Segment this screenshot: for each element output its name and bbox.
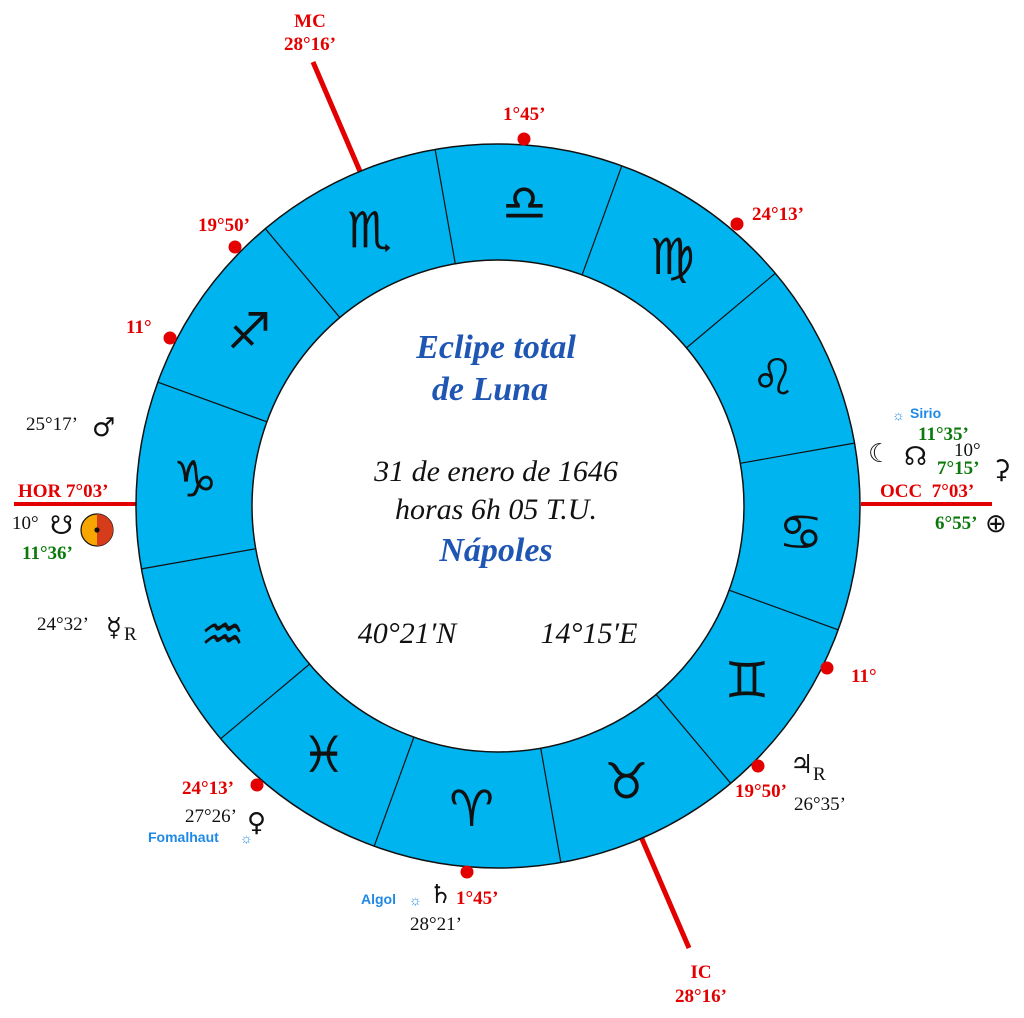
sign-cancer-icon: ♋: [778, 503, 823, 561]
moon-degree: 11°35’: [918, 424, 969, 445]
sign-glyphs: ♏ ♎ ♍ ♌ ♋ ♊ ♉ ♈ ♓ ♒ ♑ ♐: [173, 174, 824, 838]
sun-icon: [80, 513, 114, 547]
mars-icon: ♂: [92, 413, 115, 443]
algol-star-icon: ☼: [409, 892, 422, 908]
earth-degree: 6°55’: [935, 513, 977, 534]
ring-inner-edge: [251, 259, 745, 753]
sign-taurus-icon: ♉: [604, 753, 649, 811]
ic-label: IC: [690, 962, 711, 983]
moon-icon: ☾: [868, 439, 891, 469]
south-node-icon: ☋: [50, 511, 73, 541]
sign-divider: [655, 694, 732, 784]
ic-degree: 28°16’: [675, 986, 727, 1007]
cusp-label-bottom: 1°45’: [456, 888, 498, 909]
cusp-dot-lower-right: [820, 661, 834, 675]
sun-degree: 11°36’: [22, 543, 73, 564]
mars-degree: 25°17’: [26, 414, 78, 435]
sign-dividers: [141, 149, 855, 863]
cusp-label-lower-right: 11°: [851, 666, 877, 687]
title-line-1: Eclipe total: [415, 329, 576, 366]
sign-divider: [220, 663, 310, 740]
cusp-label-top-left: 19°50’: [198, 215, 250, 236]
north-node-icon: ☊: [904, 442, 927, 472]
ring-outer-edge: [135, 143, 861, 869]
ic-axis-line: [636, 831, 692, 949]
cusp-dot-top: [517, 132, 531, 146]
cusp-label-upper-left: 11°: [126, 317, 152, 338]
sign-divider: [157, 381, 268, 423]
sign-leo-icon: ♌: [751, 349, 796, 407]
sign-pisces-icon: ♓: [301, 726, 346, 784]
sirio-label: Sirio: [910, 405, 941, 421]
cusp-label-bottom-right: 19°50’: [735, 781, 787, 802]
sign-aries-icon: ♈: [449, 780, 494, 838]
longitude: 14°15′E: [541, 617, 638, 650]
cusp-dot-bottom-right: [751, 759, 765, 773]
ceres-icon: ⚳: [992, 455, 1011, 485]
cusp-dots: [163, 132, 834, 879]
cusp-dot-upper-left: [163, 331, 177, 345]
cusp-dot-top-left: [228, 240, 242, 254]
sign-scorpio-icon: ♏: [347, 201, 392, 259]
jupiter-retrograde: R: [813, 764, 826, 785]
cusp-label-lower-left: 24°13’: [182, 778, 234, 799]
fomalhaut-label: Fomalhaut: [148, 829, 219, 845]
sirio-star-icon: ☼: [892, 407, 905, 423]
sign-divider: [141, 548, 256, 570]
sign-aquarius-icon: ♒: [200, 605, 245, 663]
sign-capricorn-icon: ♑: [173, 451, 218, 509]
sign-divider: [264, 228, 341, 318]
north-node-degree: 10°: [954, 440, 981, 461]
sign-divider: [740, 442, 855, 464]
mercury-degree: 24°32’: [37, 614, 89, 635]
mercury-icon: ☿: [106, 613, 122, 643]
saturn-icon: ♄: [429, 880, 452, 910]
venus-degree: 27°26’: [185, 806, 237, 827]
sign-libra-icon: ♎: [502, 174, 547, 232]
earth-icon: ⊕: [985, 509, 1007, 539]
sign-divider: [540, 748, 562, 863]
cusp-dot-upper-right: [730, 217, 744, 231]
sign-divider: [581, 165, 623, 276]
eclipse-time: horas 6h 05 T.U.: [395, 493, 597, 526]
sign-divider: [686, 272, 776, 349]
sign-sagittarius-icon: ♐: [227, 303, 272, 361]
algol-label: Algol: [361, 891, 396, 907]
mc-degree: 28°16’: [284, 34, 336, 55]
eclipse-date: 31 de enero de 1646: [373, 455, 618, 488]
sign-divider: [728, 589, 839, 631]
sign-divider: [373, 736, 415, 847]
zodiac-ring: [136, 144, 860, 868]
sign-virgo-icon: ♍: [650, 228, 695, 286]
ceres-degree: 7°15’: [937, 458, 979, 479]
latitude: 40°21′N: [358, 617, 459, 650]
saturn-degree: 28°21’: [410, 914, 462, 935]
sign-divider: [434, 149, 456, 264]
south-node-left-degree: 10°: [12, 513, 39, 534]
mc-axis-line: [310, 61, 365, 177]
cusp-dot-lower-left: [250, 778, 264, 792]
mc-label: MC: [294, 11, 326, 32]
cusp-label-top: 1°45’: [503, 104, 545, 125]
title-line-2: de Luna: [432, 371, 548, 408]
jupiter-degree: 26°35’: [794, 794, 846, 815]
occ-label: OCC 7°03’: [880, 481, 974, 502]
eclipse-place: Nápoles: [438, 532, 552, 569]
sign-gemini-icon: ♊: [725, 651, 770, 709]
hor-label: HOR 7°03’: [18, 481, 108, 502]
jupiter-icon: ♃: [790, 750, 813, 780]
cusp-label-upper-right: 24°13’: [752, 204, 804, 225]
mercury-retrograde: R: [124, 624, 137, 645]
fomalhaut-star-icon: ☼: [240, 830, 253, 846]
venus-icon: ♀: [247, 808, 266, 838]
cusp-dot-bottom: [460, 865, 474, 879]
